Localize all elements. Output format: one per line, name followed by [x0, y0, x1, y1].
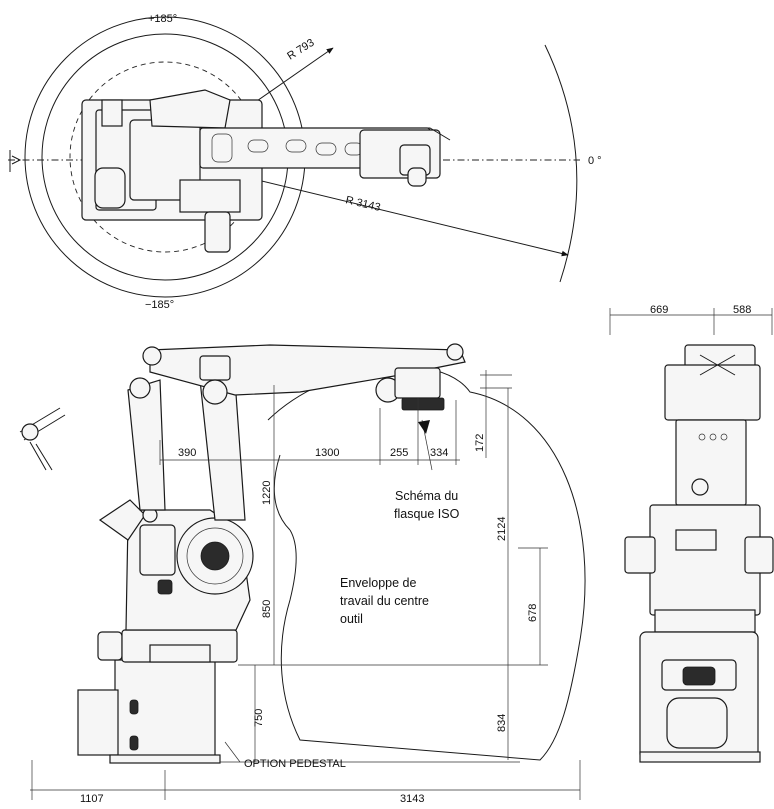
dim-588: 588 [733, 304, 751, 316]
dim-390: 390 [178, 447, 196, 459]
dim-2124: 2124 [496, 517, 508, 541]
motor-stub [204, 211, 231, 253]
angle-zero-label: 0 ° [588, 155, 602, 167]
top-view: +185° −185° 0 ° R 793 R 3143 [8, 13, 602, 311]
pedestal-label: OPTION PEDESTAL [244, 758, 346, 770]
side-dimensions [30, 370, 581, 800]
gear-hub [200, 541, 230, 571]
lower-plate [179, 179, 241, 213]
tool-flange-top [407, 167, 427, 187]
envelope-label-2: travail du centre [340, 594, 429, 608]
wrist-pivot [446, 343, 464, 361]
front-view: 669 588 [609, 304, 774, 763]
turret-ring [149, 644, 211, 663]
reach-arc [544, 44, 578, 283]
dim-750: 750 [253, 709, 265, 727]
motor-block [94, 167, 126, 209]
dim-334: 334 [430, 447, 448, 459]
front-body [649, 504, 761, 616]
pedestal-side-box [77, 689, 119, 756]
envelope-label-3: outil [340, 612, 363, 626]
front-pedestal-opening [666, 697, 728, 749]
lower-arm-pivot [129, 377, 151, 399]
arm-block [199, 355, 231, 381]
wrist-motor [394, 367, 441, 399]
front-turret [654, 609, 756, 633]
body-panel [139, 524, 176, 576]
pedestal-slot-1 [129, 699, 139, 715]
angle-pos-label: +185° [148, 13, 177, 25]
dim-255: 255 [390, 447, 408, 459]
upper-housing [149, 89, 231, 129]
elbow-pivot [202, 379, 228, 405]
dim-1220: 1220 [261, 481, 273, 505]
flange-label-1: Schéma du [395, 489, 458, 503]
dim-172: 172 [474, 434, 486, 452]
front-pivot [691, 478, 709, 496]
side-view: 390 1300 255 334 172 1220 850 750 2124 6… [19, 343, 586, 805]
cable-box [101, 99, 123, 127]
front-lower-arm [675, 419, 747, 506]
front-motor-right [744, 536, 774, 574]
radius-3143-label: R 3143 [344, 194, 381, 214]
shoulder-pivot [142, 346, 162, 366]
envelope-label-1: Enveloppe de [340, 576, 417, 590]
radius-793-label: R 793 [285, 37, 316, 63]
angle-arrow-left [11, 155, 22, 165]
flange-label-2: flasque ISO [394, 507, 460, 521]
pedestal-motor [97, 631, 123, 661]
front-cross [699, 354, 736, 376]
lower-arm [127, 379, 166, 511]
pedestal-slot-2 [129, 735, 139, 751]
dim-1107: 1107 [80, 793, 104, 804]
gear-ring [186, 527, 244, 585]
dim-678: 678 [527, 604, 539, 622]
dim-834: 834 [496, 714, 508, 732]
front-pedestal-slot [682, 666, 716, 686]
arm-hole-2 [247, 139, 269, 153]
left-arm-sketch [19, 407, 66, 471]
arm-edge [230, 127, 451, 141]
front-panel [675, 529, 717, 551]
dim-3143: 3143 [400, 793, 424, 804]
iso-flange [401, 397, 445, 411]
dim-850: 850 [261, 600, 273, 618]
arm-hole-1 [211, 133, 233, 163]
front-upper-arm [664, 364, 761, 421]
pedestal-foot [109, 754, 221, 764]
dim-1300: 1300 [315, 447, 339, 459]
angle-neg-label: −185° [145, 299, 174, 311]
arm-hole-3 [285, 139, 307, 153]
dim-669: 669 [650, 304, 668, 316]
front-motor-left [624, 536, 656, 574]
front-pedestal-foot [639, 751, 761, 763]
envelope-inner [273, 454, 291, 531]
body-hole [157, 579, 173, 595]
arm-hole-4 [315, 142, 337, 156]
